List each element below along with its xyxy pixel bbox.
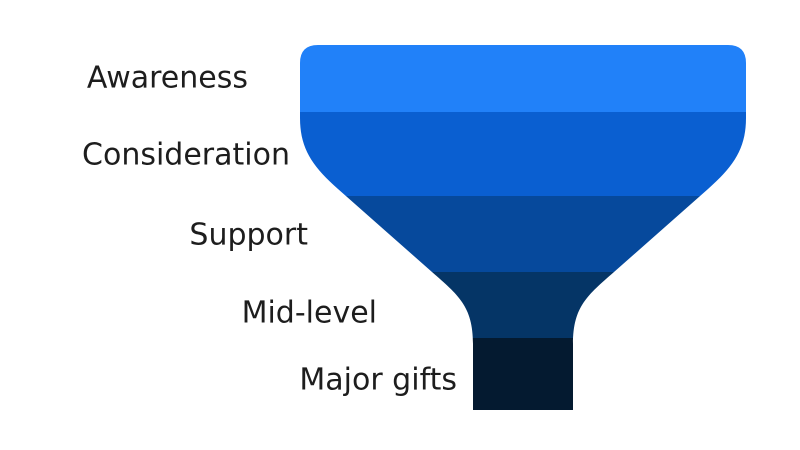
funnel-band-mid-level [300, 272, 746, 338]
stage-label-major-gifts: Major gifts [299, 362, 457, 398]
stage-label-mid-level: Mid-level [241, 295, 377, 331]
stage-label-consideration: Consideration [82, 137, 290, 173]
funnel-band-major-gifts [300, 338, 746, 410]
funnel-band-support [300, 196, 746, 272]
stage-label-awareness: Awareness [86, 60, 248, 96]
funnel-band-consideration [300, 112, 746, 196]
stage-label-support: Support [189, 217, 308, 253]
funnel-band-awareness [300, 45, 746, 112]
